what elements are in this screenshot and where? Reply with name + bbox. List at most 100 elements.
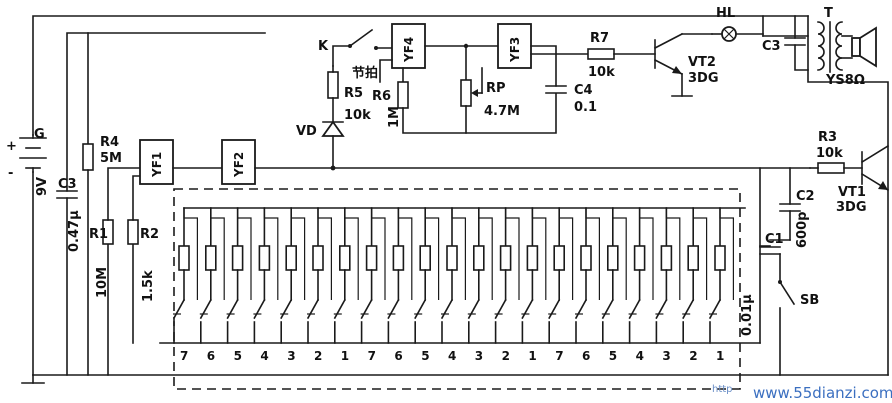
r6-value: 1M: [387, 106, 402, 128]
key-switch: [333, 298, 346, 320]
r1-value: 10M: [95, 267, 110, 298]
ys-label: YS8Ω: [825, 73, 865, 88]
key-number: 6: [207, 349, 215, 363]
k-label: K: [318, 39, 329, 54]
key-number: 4: [636, 349, 644, 363]
ladder-spur: [397, 208, 413, 246]
sb-label: SB: [800, 293, 819, 308]
key-number: 7: [368, 349, 376, 363]
vt1-type: 3DG: [836, 200, 867, 215]
r4-label: R4: [100, 135, 119, 150]
key-ladder: [159, 207, 761, 344]
ladder-spur: [263, 208, 279, 246]
resistor-r4: [82, 32, 94, 376]
gate-yf3-label: YF3: [508, 37, 522, 63]
key-switch: [548, 298, 561, 320]
watermark: www.55dianzi.com: [753, 384, 892, 402]
key-switch: [280, 298, 293, 320]
resistor-r7: [587, 48, 615, 60]
keyboard-boundary: [173, 188, 741, 390]
battery-g: [19, 134, 47, 173]
key-switch: [440, 298, 454, 320]
key-resistor: [285, 245, 298, 271]
key-switch: [226, 298, 239, 320]
key-resistor: [714, 245, 726, 271]
ground-rail: [21, 171, 889, 384]
key-number: 1: [341, 349, 349, 363]
vd-label: VD: [296, 124, 317, 139]
key-number: 2: [314, 349, 322, 363]
ladder-spur: [344, 208, 359, 246]
key-number: 4: [448, 349, 456, 363]
key-resistor: [365, 245, 378, 271]
ladder-spur: [290, 208, 306, 246]
hl-label: HL: [716, 6, 735, 21]
r2-label: R2: [140, 227, 159, 242]
key-number: 5: [609, 349, 617, 363]
gate-yf4-label: YF4: [402, 37, 416, 63]
c4-value: 0.1: [574, 100, 597, 115]
vt2-type: 3DG: [688, 71, 719, 86]
key-number: 5: [421, 349, 429, 363]
diode-vd: [321, 120, 345, 171]
ladder-spur: [210, 208, 225, 246]
key-switch: [199, 298, 212, 320]
key-resistor: [499, 245, 512, 271]
c2-value: 600p: [795, 212, 810, 248]
key-switch: [708, 298, 722, 320]
key-resistor: [687, 245, 700, 271]
gate-yf2-label: YF2: [232, 152, 246, 178]
key-number: 1: [716, 349, 724, 363]
ladder-spur: [478, 208, 493, 246]
rp-value: 4.7M: [484, 104, 520, 119]
ladder-spur: [505, 208, 520, 246]
resistor-r3: [817, 162, 845, 174]
rp-label: RP: [486, 81, 506, 96]
c3-left-value: 0.47μ: [67, 210, 82, 252]
ladder-spur: [665, 208, 681, 246]
key-switch: [494, 298, 507, 320]
key-switch: [521, 298, 534, 320]
r1-label: R1: [89, 227, 108, 242]
key-switch: [574, 298, 588, 320]
key-resistor: [553, 245, 566, 271]
battery-plus: +: [6, 139, 17, 154]
r6-label: R6: [372, 89, 391, 104]
resistor-r5: [327, 65, 339, 123]
top-rail: [32, 15, 889, 376]
capacitor-c1: [759, 245, 781, 255]
gate-yf2: [221, 139, 256, 185]
r4-value: 5M: [100, 151, 122, 166]
ladder-spur: [237, 208, 252, 246]
key-number: 7: [555, 349, 563, 363]
capacitor-c3-left: [56, 32, 266, 376]
key-resistor: [419, 245, 432, 271]
key-resistor: [580, 245, 592, 271]
gate-yf3: [497, 23, 532, 69]
key-number: 6: [582, 349, 590, 363]
capacitor-c4: [530, 45, 567, 94]
ladder-spur: [424, 208, 440, 246]
gate-yf4: [391, 23, 426, 69]
key-resistor: [178, 245, 190, 271]
ladder-spur: [371, 208, 386, 246]
gate-yf1-label: YF1: [150, 152, 164, 178]
c3-left-label: C3: [58, 177, 77, 192]
key-switch: [655, 298, 668, 320]
lamp-hl: [711, 26, 764, 42]
key-resistor: [312, 245, 324, 271]
ladder-spur: [558, 208, 574, 246]
key-switch: [601, 298, 614, 320]
key-switch: [467, 298, 480, 320]
ladder-spur: [692, 208, 708, 246]
key-resistor: [446, 245, 458, 271]
switch-sb: [778, 253, 796, 376]
key-number: 3: [662, 349, 670, 363]
switch-k: [332, 28, 393, 67]
key-number: 1: [528, 349, 536, 363]
r3-value: 10k: [816, 146, 843, 161]
r3-label: R3: [818, 130, 837, 145]
key-number: 3: [287, 349, 295, 363]
key-switch: [387, 298, 400, 320]
capacitor-c3-right: [784, 15, 809, 71]
